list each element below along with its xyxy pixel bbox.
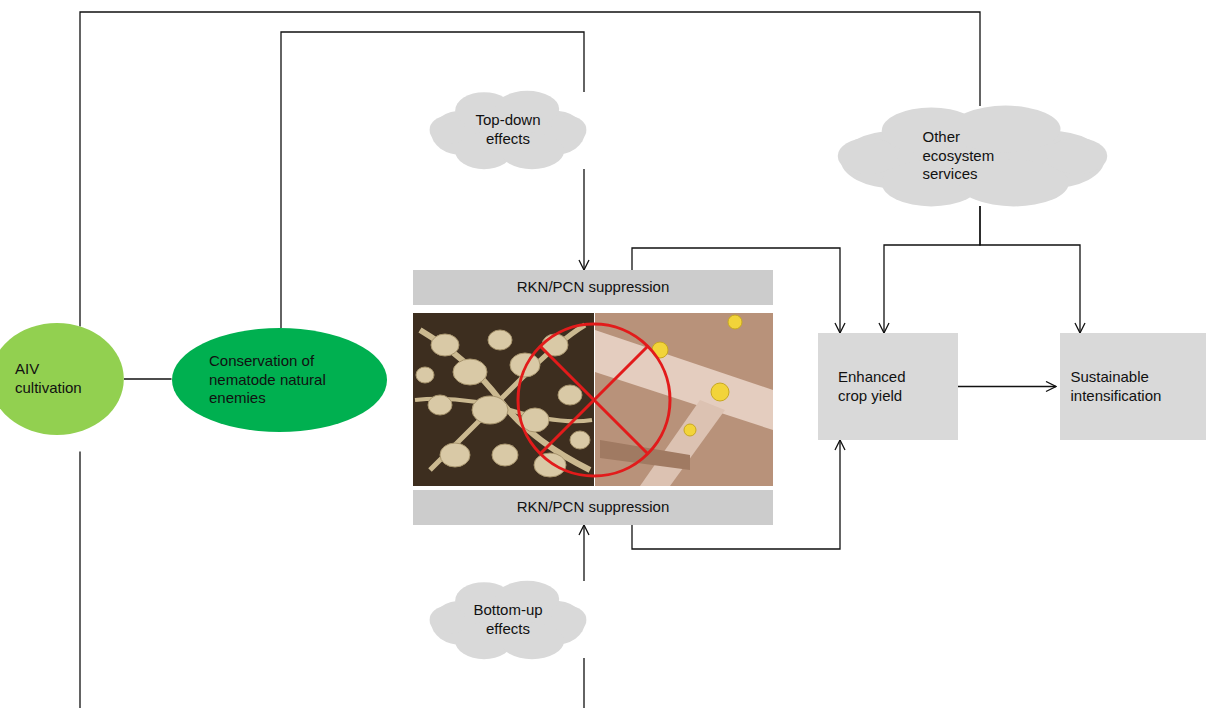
start-ellipse: AIV cultivation [0,323,124,435]
node-label: RKN/PCN suppression [517,278,670,297]
effect-cloud: Other ecosystem services [835,102,1110,210]
connector [583,169,584,270]
effect-cloud: Top-down effects [428,88,588,172]
connector [958,386,1056,387]
result-band: RKN/PCN suppression [413,490,773,525]
outcome-box: Sustainable intensification [1060,333,1206,440]
node-label: Conservation of nematode natural enemies [209,352,349,408]
process-ellipse: Conservation of nematode natural enemies [172,328,387,432]
result-band: RKN/PCN suppression [413,270,773,305]
connector [583,525,584,581]
node-label: Enhanced crop yield [838,368,938,406]
effect-cloud: Bottom-up effects [428,578,588,662]
connector [980,206,1080,333]
connector [124,378,172,379]
node-label: Bottom-up effects [463,601,553,639]
connector [884,206,980,333]
outcome-box: Enhanced crop yield [818,333,958,440]
node-label: Sustainable intensification [1071,368,1196,406]
node-label: RKN/PCN suppression [517,498,670,517]
connector [80,12,980,326]
node-label: Other ecosystem services [923,128,1023,184]
node-label: Top-down effects [463,111,553,149]
node-label: AIV cultivation [15,360,99,398]
